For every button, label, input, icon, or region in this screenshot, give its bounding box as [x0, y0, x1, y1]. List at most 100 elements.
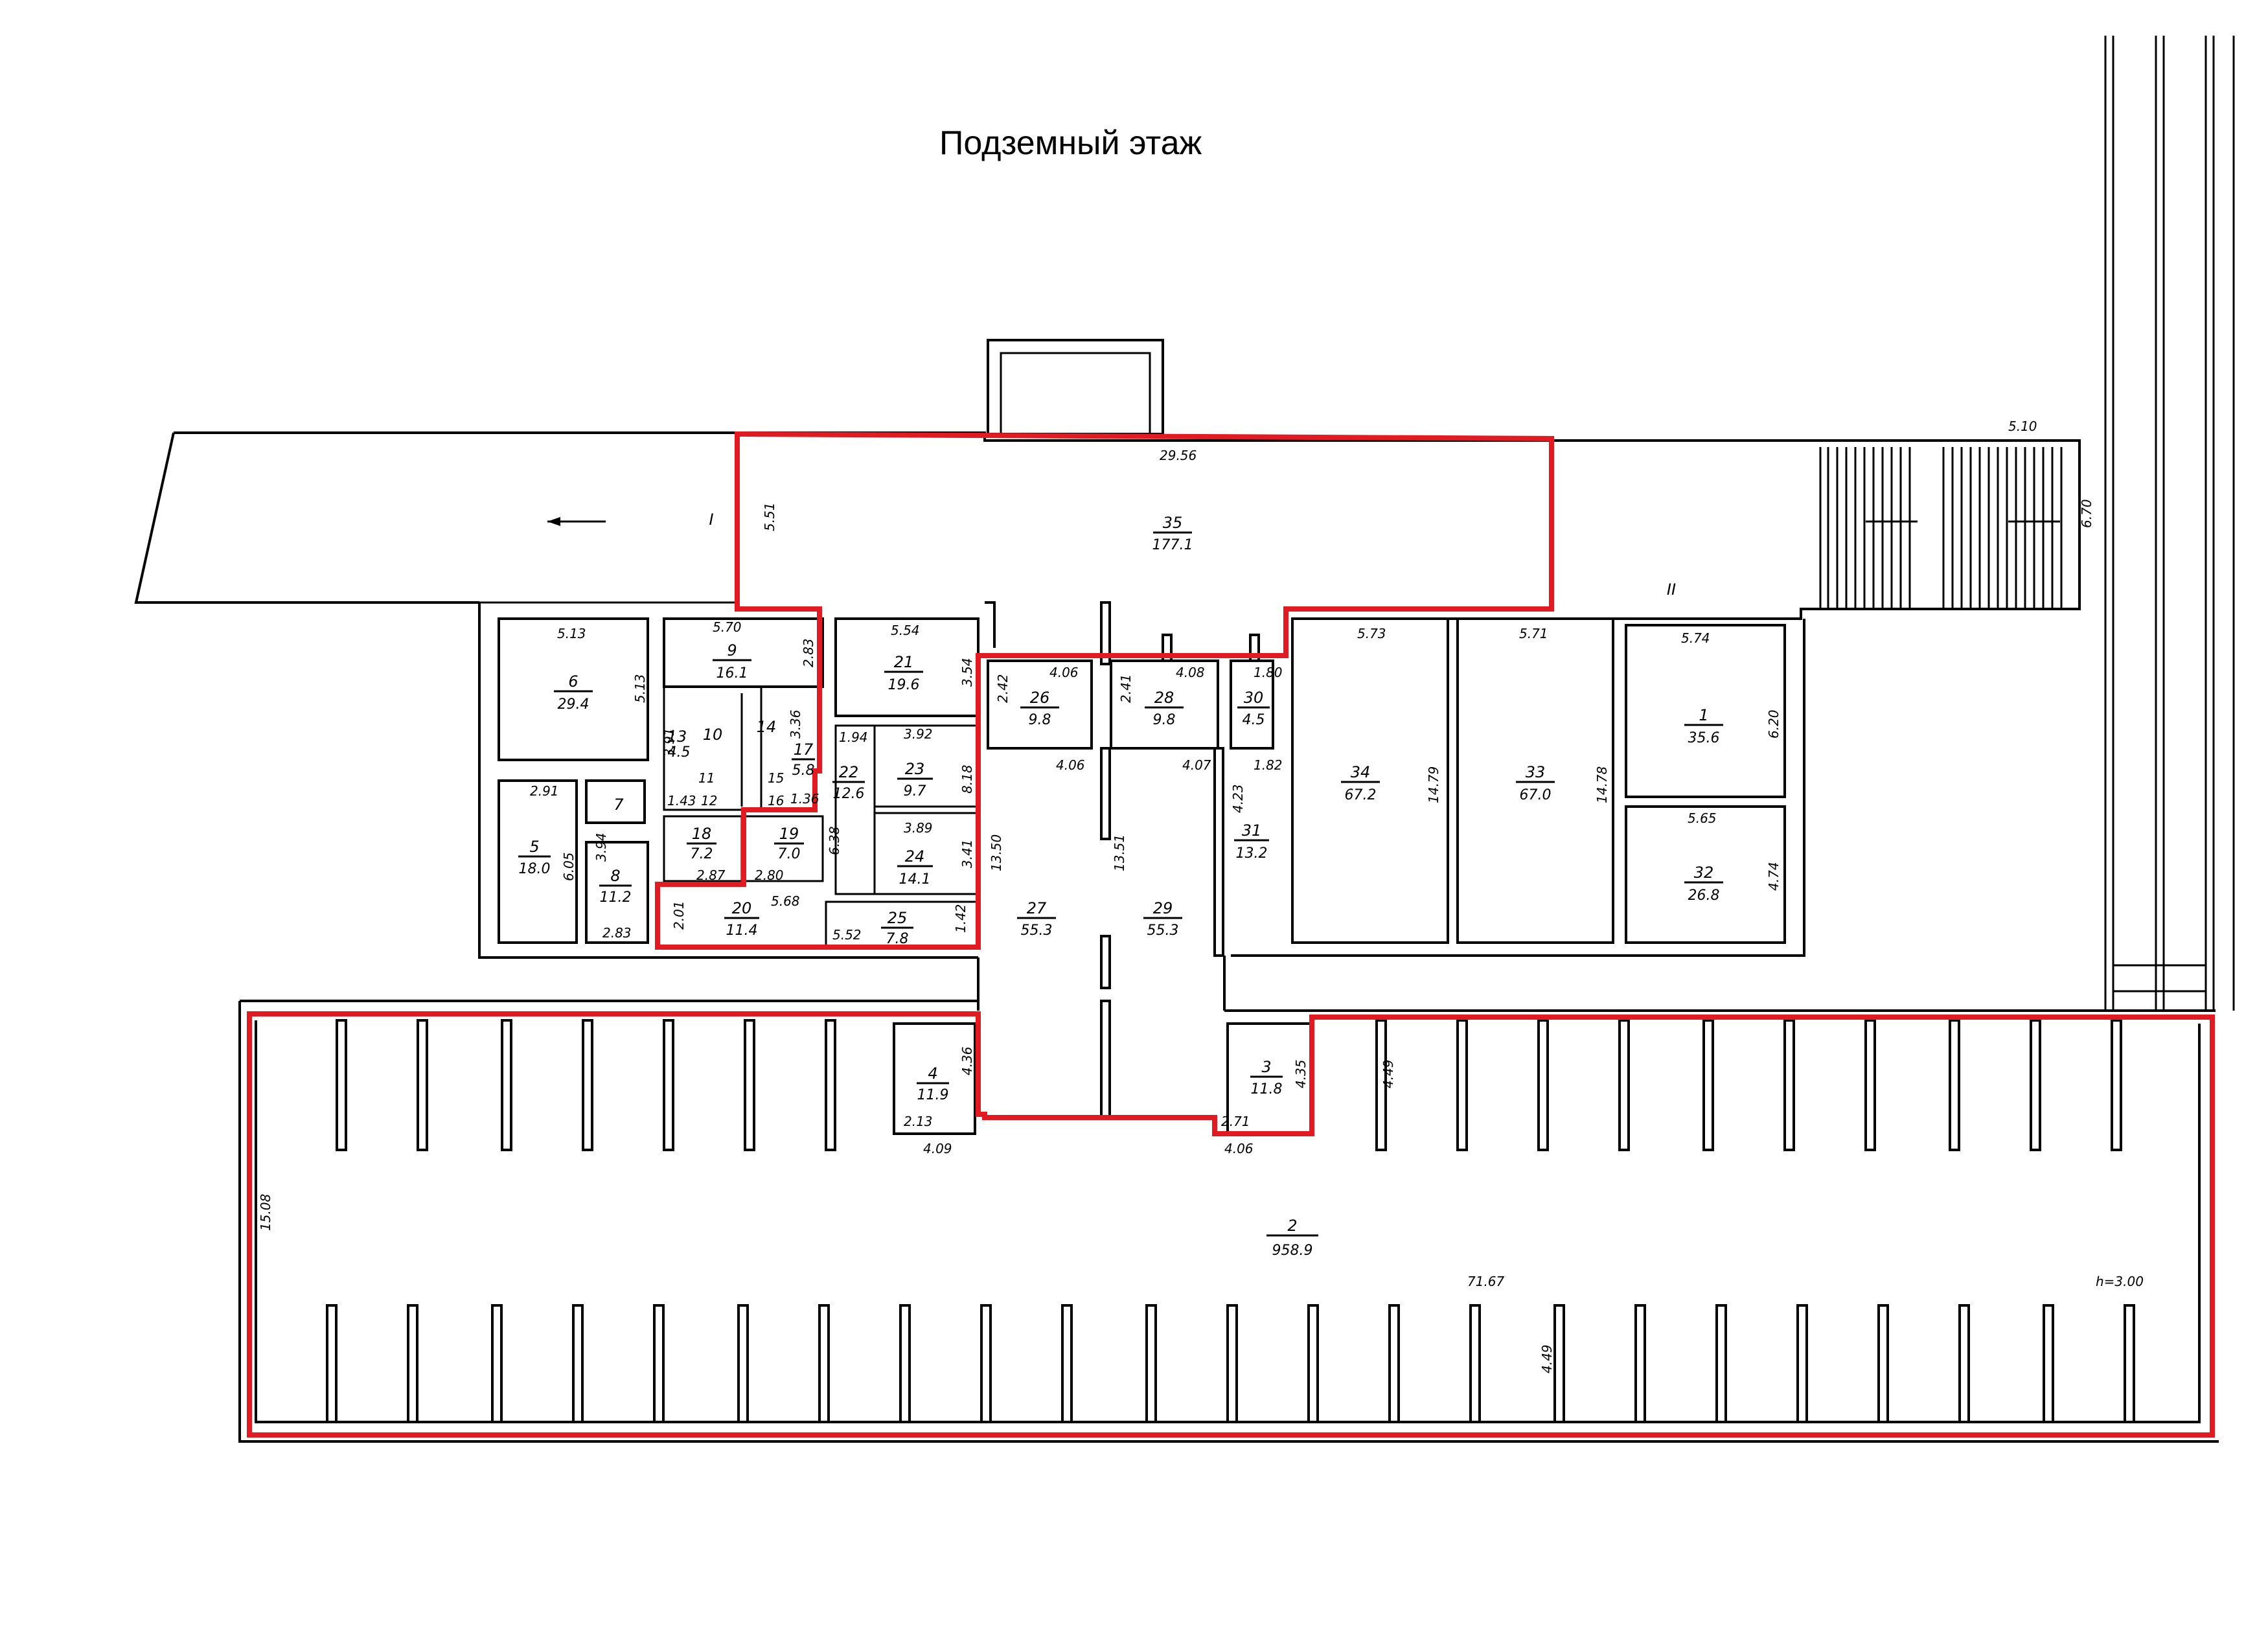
room-label-15: 15 [768, 770, 784, 786]
svg-text:1.80: 1.80 [1254, 665, 1283, 680]
room-label-16: 16 [768, 793, 784, 809]
room-label-10: 10 [703, 726, 723, 744]
svg-text:5.68: 5.68 [771, 893, 800, 909]
svg-text:35: 35 [1163, 514, 1183, 532]
svg-text:4.09: 4.09 [923, 1141, 952, 1156]
svg-text:21: 21 [894, 653, 914, 671]
svg-text:4.49: 4.49 [1380, 1059, 1396, 1088]
svg-text:5.13: 5.13 [632, 674, 648, 703]
svg-text:3.89: 3.89 [904, 820, 933, 836]
svg-text:3.91: 3.91 [661, 728, 677, 757]
svg-text:26: 26 [1030, 689, 1050, 707]
room-label-14: 14 [757, 718, 777, 736]
highlight-outlines [247, 431, 2215, 1438]
room-label-28: 289.8 [1145, 689, 1184, 728]
svg-text:16.1: 16.1 [716, 665, 748, 682]
svg-text:29.4: 29.4 [558, 696, 590, 713]
svg-text:9: 9 [727, 641, 737, 660]
room-label-24: 24 14.1 [897, 847, 933, 888]
svg-text:1.42: 1.42 [953, 904, 968, 933]
svg-text:7: 7 [613, 796, 624, 814]
room-label-9: 916.1 [713, 641, 751, 682]
svg-text:33: 33 [1526, 763, 1546, 781]
svg-text:4.06: 4.06 [1049, 665, 1079, 680]
parking-block [238, 1000, 2219, 1443]
svg-text:5.65: 5.65 [1688, 810, 1717, 826]
stairs-graphic [1819, 447, 2063, 609]
dimension-labels: 29.56 5.51 5.10 6.70 5.13 5.70 5.54 5.73… [258, 419, 2094, 1373]
svg-text:4.07: 4.07 [1182, 757, 1211, 773]
svg-text:2.80: 2.80 [755, 867, 784, 883]
svg-text:5.51: 5.51 [762, 502, 777, 531]
room-label-7: 7 [613, 796, 624, 814]
svg-text:23: 23 [905, 760, 925, 778]
svg-text:1.36: 1.36 [790, 791, 819, 807]
svg-text:1: 1 [1699, 706, 1708, 724]
svg-text:18.0: 18.0 [519, 861, 551, 877]
parking-stalls-top [336, 1019, 2122, 1151]
svg-text:2.91: 2.91 [530, 783, 559, 799]
svg-text:19.6: 19.6 [888, 677, 920, 693]
svg-text:5.10: 5.10 [2008, 419, 2037, 434]
svg-text:6.38: 6.38 [827, 826, 842, 855]
ramp-corridor [134, 339, 2081, 620]
svg-text:34: 34 [1351, 763, 1371, 781]
svg-text:8: 8 [610, 867, 620, 885]
svg-text:958.9: 958.9 [1272, 1243, 1313, 1259]
svg-text:22: 22 [839, 763, 859, 781]
svg-text:13.51: 13.51 [1112, 834, 1127, 871]
outline-parking [247, 1011, 2215, 1438]
room-label-25: 257.8 [881, 909, 913, 947]
room-label-11: 11 [698, 770, 715, 786]
svg-text:4.23: 4.23 [1230, 784, 1246, 813]
svg-text:13.2: 13.2 [1236, 845, 1268, 862]
section-mark-2: II [1667, 580, 1676, 599]
svg-text:28: 28 [1154, 689, 1174, 707]
svg-text:17: 17 [794, 740, 814, 759]
svg-text:11.9: 11.9 [917, 1087, 949, 1103]
svg-text:14.1: 14.1 [899, 871, 931, 888]
svg-text:4.5: 4.5 [668, 744, 691, 761]
svg-text:25: 25 [888, 909, 908, 927]
svg-text:14.78: 14.78 [1594, 766, 1610, 803]
svg-text:5.13: 5.13 [557, 626, 586, 641]
svg-text:4.5: 4.5 [1243, 712, 1265, 728]
svg-text:11.2: 11.2 [600, 889, 632, 906]
right-structure [2104, 36, 2235, 1011]
svg-text:14.79: 14.79 [1426, 766, 1441, 803]
svg-text:2.71: 2.71 [1221, 1114, 1250, 1129]
svg-text:6.20: 6.20 [1766, 709, 1781, 739]
room-label-1: 135.6 [1684, 706, 1723, 746]
svg-text:2.83: 2.83 [602, 925, 632, 941]
svg-text:5.52: 5.52 [832, 927, 862, 943]
svg-text:4.06: 4.06 [1224, 1141, 1254, 1156]
svg-text:7.2: 7.2 [691, 846, 713, 862]
svg-text:15.08: 15.08 [258, 1194, 273, 1231]
room-label-5: 518.0 [518, 838, 551, 877]
svg-text:6.70: 6.70 [2079, 499, 2094, 528]
svg-text:7.8: 7.8 [886, 931, 909, 947]
svg-text:13: 13 [667, 728, 687, 746]
svg-text:5.74: 5.74 [1681, 630, 1710, 646]
svg-text:1.43: 1.43 [667, 793, 696, 809]
svg-text:4.36: 4.36 [959, 1046, 975, 1075]
room-label-13: 134.5 [667, 728, 691, 761]
svg-text:8.18: 8.18 [959, 764, 975, 794]
svg-text:9.7: 9.7 [904, 783, 926, 799]
svg-text:24: 24 [905, 847, 925, 866]
room-label-12: 12 [701, 793, 717, 809]
svg-text:5.70: 5.70 [713, 619, 742, 635]
svg-text:4.49: 4.49 [1539, 1344, 1555, 1373]
svg-text:35.6: 35.6 [1688, 730, 1720, 746]
svg-text:1.94: 1.94 [839, 729, 868, 745]
svg-text:71.67: 71.67 [1467, 1274, 1505, 1289]
section-mark-1: I [709, 511, 713, 529]
room-label-23: 239.7 [897, 760, 933, 799]
svg-text:4: 4 [928, 1064, 937, 1083]
